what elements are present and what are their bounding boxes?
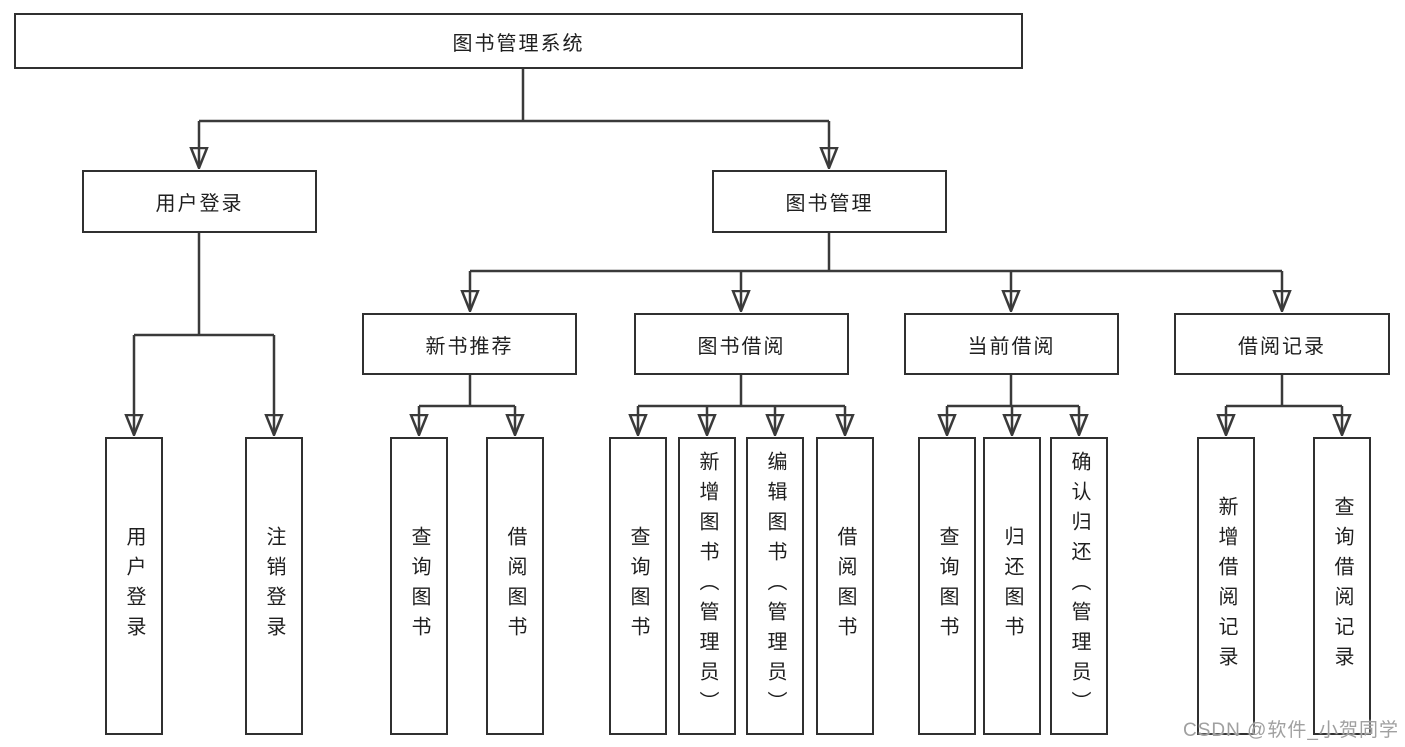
node-label: 查询借阅记录 [1331, 496, 1353, 676]
leaf-confirm-return-admin: 确认归还（管理员） [1050, 437, 1108, 735]
node-label: 用户登录 [155, 193, 244, 215]
leaf-edit-books-admin: 编辑图书（管理员） [746, 437, 804, 735]
leaf-query-books: 查询图书 [918, 437, 976, 735]
node-label: 查询图书 [408, 526, 430, 646]
node-label: 当前借阅 [967, 335, 1056, 358]
node-label: 借阅记录 [1238, 335, 1326, 358]
node-label: 新书推荐 [425, 335, 514, 358]
node-book-management: 图书管理 [712, 170, 947, 233]
node-label: 图书管理 [785, 193, 874, 215]
leaf-logout: 注销登录 [245, 437, 303, 735]
leaf-borrow-books: 借阅图书 [816, 437, 874, 735]
node-label: 用户登录 [123, 526, 145, 646]
node-label: 借阅图书 [834, 526, 856, 646]
node-label: 借阅图书 [504, 526, 526, 646]
node-book-borrowing: 图书借阅 [634, 313, 849, 375]
node-label: 图书借阅 [697, 335, 786, 358]
leaf-query-books: 查询图书 [609, 437, 667, 735]
node-label: 查询图书 [936, 526, 958, 646]
node-label: 查询图书 [627, 526, 649, 646]
node-borrowing-records: 借阅记录 [1174, 313, 1390, 375]
node-label: 编辑图书（管理员） [764, 451, 786, 721]
node-root-library-system: 图书管理系统 [14, 13, 1023, 69]
leaf-query-books: 查询图书 [390, 437, 448, 735]
leaf-return-books: 归还图书 [983, 437, 1041, 735]
node-label: 新增图书（管理员） [696, 451, 718, 721]
csdn-watermark: CSDN @软件_小贺同学 [1183, 720, 1399, 741]
node-label: 确认归还（管理员） [1068, 451, 1090, 721]
node-label: 归还图书 [1001, 526, 1023, 646]
node-user-login: 用户登录 [82, 170, 317, 233]
node-label: 新增借阅记录 [1215, 496, 1237, 676]
tree-arrow-lines [134, 121, 1342, 435]
leaf-borrow-books: 借阅图书 [486, 437, 544, 735]
node-label: 图书管理系统 [452, 32, 585, 55]
leaf-query-borrow-record: 查询借阅记录 [1313, 437, 1371, 735]
node-label: 注销登录 [263, 526, 285, 646]
node-new-book-recommend: 新书推荐 [362, 313, 577, 375]
leaf-add-books-admin: 新增图书（管理员） [678, 437, 736, 735]
leaf-add-borrow-record: 新增借阅记录 [1197, 437, 1255, 735]
node-current-borrowing: 当前借阅 [904, 313, 1119, 375]
tree-branch-lines [134, 69, 1342, 408]
leaf-user-login: 用户登录 [105, 437, 163, 735]
